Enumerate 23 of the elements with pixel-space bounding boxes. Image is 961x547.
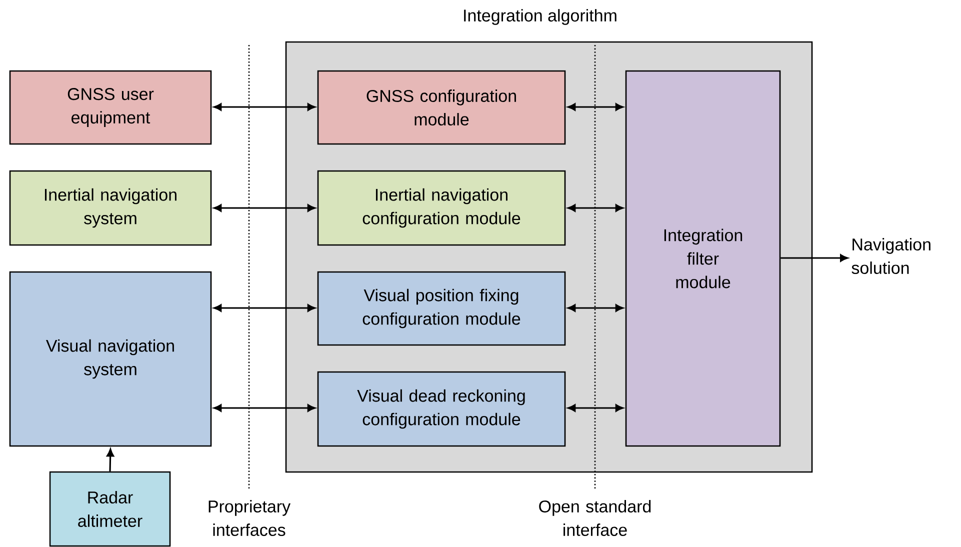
arrow: [568, 304, 624, 312]
arrow: [568, 204, 624, 212]
module-box: Integration filter module: [625, 70, 781, 447]
arrow: [568, 404, 624, 412]
arrow: [214, 304, 316, 312]
interface-label: Proprietary interfaces: [208, 500, 291, 536]
output-text: Navigation solution: [852, 238, 930, 274]
arrow: [214, 404, 316, 412]
arrow: [214, 204, 316, 212]
module-box: Radar altimeter: [49, 471, 171, 547]
box-title: Integration algorithm: [464, 9, 616, 25]
module-box: GNSS configuration module: [317, 70, 566, 145]
module-box: GNSS user equipment: [9, 70, 212, 145]
arrow: [214, 103, 316, 111]
interface-label: Open standard interface: [539, 500, 651, 536]
module-box: Visual dead reckoning configuration module: [317, 371, 566, 447]
module-box: Visual navigation system: [9, 271, 212, 447]
arrow: [780, 254, 848, 262]
module-box: Inertial navigation system: [9, 170, 212, 246]
module-box: Visual position fixing configuration module: [317, 271, 566, 346]
arrow: [568, 103, 624, 111]
module-box: Inertial navigation configuration module: [317, 170, 566, 246]
arrow: [106, 448, 114, 472]
